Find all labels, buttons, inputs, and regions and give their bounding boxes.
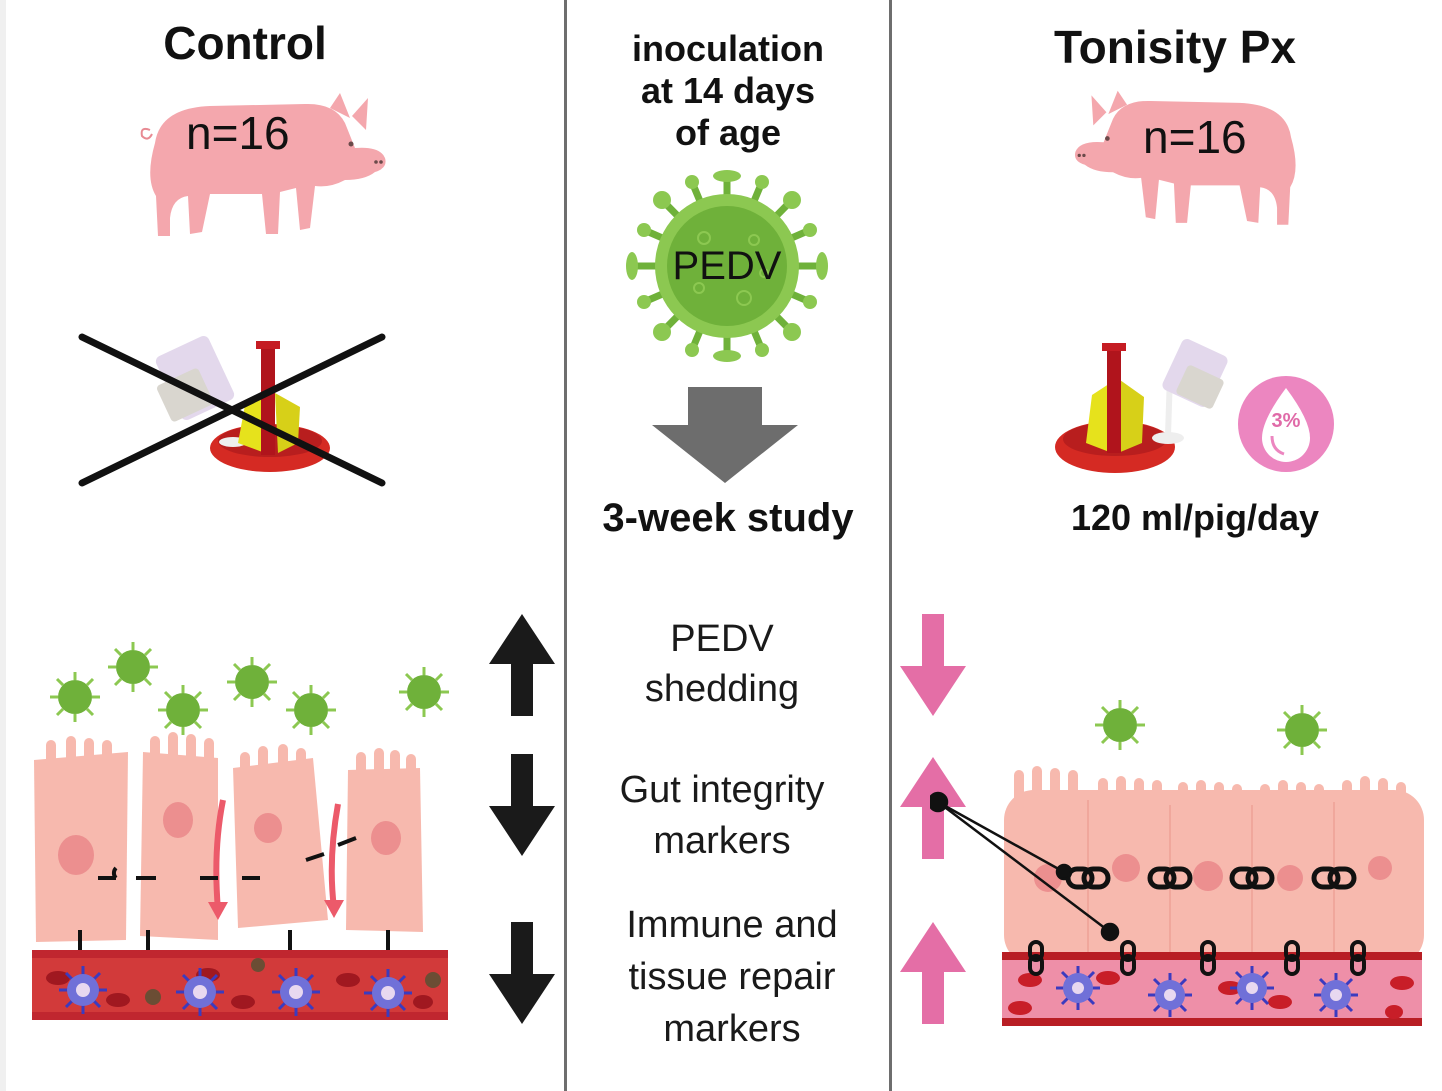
page-left-edge (0, 0, 6, 1091)
outcome-immune-line-2: tissue repair (628, 956, 836, 998)
control-pig-icon (140, 93, 386, 236)
study-duration-arrow (652, 387, 798, 483)
treatment-arrow-up-immune (900, 922, 966, 1024)
treatment-title: Tonisity Px (1054, 21, 1296, 73)
callout-pointer (930, 791, 1120, 942)
dose-label: 120 ml/pig/day (1070, 497, 1320, 538)
treatment-pig-icon (1074, 90, 1296, 225)
outcome-pedv-line-2: shedding (644, 668, 800, 710)
inoculation-line-3: of age (674, 112, 781, 153)
measuring-jug-icon (1162, 339, 1228, 409)
control-no-supplement-feeder-icon (78, 333, 386, 487)
outcome-immune-line-1: Immune and (626, 904, 838, 946)
divider-left (564, 0, 567, 1091)
outcome-immune-line-3: markers (663, 1008, 801, 1050)
outcome-pedv-line-1: PEDV (670, 618, 774, 660)
pedv-virus-label: PEDV (672, 244, 782, 288)
inoculation-line-1: inoculation (632, 28, 824, 69)
concentration-label: 3% (1271, 410, 1301, 432)
control-n-count: n=16 (186, 107, 290, 159)
control-arrow-down-gut (489, 754, 555, 856)
treatment-feeder-icon (1055, 339, 1228, 473)
outcome-gut-line-1: Gut integrity (619, 769, 825, 811)
control-arrow-down-immune (489, 922, 555, 1024)
concentration-drop-icon (1238, 376, 1334, 472)
inoculation-line-2: at 14 days (640, 70, 816, 111)
control-gut-illustration (32, 640, 451, 1020)
study-duration-label: 3-week study (602, 496, 854, 540)
divider-right (889, 0, 892, 1091)
control-title: Control (163, 17, 327, 69)
treatment-arrow-down-pedv (900, 614, 966, 716)
control-arrow-up-pedv (489, 614, 555, 716)
treatment-n-count: n=16 (1143, 111, 1247, 163)
pedv-virus-icon (626, 170, 828, 362)
treatment-gut-illustration (930, 698, 1424, 1026)
cross-line (78, 333, 386, 487)
outcome-gut-line-2: markers (653, 820, 791, 862)
